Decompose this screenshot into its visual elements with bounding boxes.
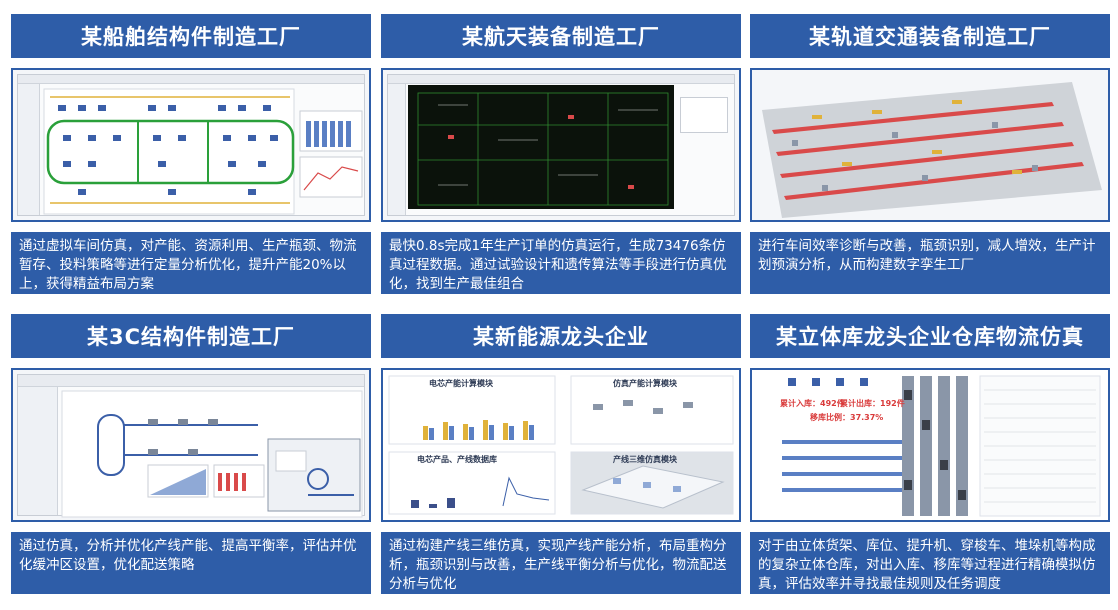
case-card-3: 某轨道交通装备制造工厂 进行车间效率诊断与改善，瓶颈识别，减人增效，生产计划预演… bbox=[750, 14, 1110, 294]
case-title: 某航天装备制造工厂 bbox=[381, 14, 741, 58]
case-description: 对于由立体货架、库位、提升机、穿梭车、堆垛机等构成的复杂立体仓库，对出入库、移库… bbox=[750, 532, 1110, 594]
case-description: 通过虚拟车间仿真，对产能、资源利用、生产瓶颈、物流暂存、投料策略等进行定量分析优… bbox=[11, 232, 371, 294]
case-screenshot bbox=[381, 68, 741, 222]
case-card-4: 某3C结构件制造工厂 通过仿真，分析并优化产线产能、 bbox=[11, 314, 371, 594]
module-label: 电芯产品、产线数据库 bbox=[417, 455, 497, 464]
module-label: 电芯产能计算模块 bbox=[429, 379, 493, 388]
case-description: 通过构建产线三维仿真，实现产线产能分析，布局重构分析，瓶颈识别与改善，生产线平衡… bbox=[381, 532, 741, 594]
case-description: 进行车间效率诊断与改善，瓶颈识别，减人增效，生产计划预演分析，从而构建数字孪生工… bbox=[750, 232, 1110, 294]
case-screenshot: 累计入库：492件 累计出库：192件 移库比例：37.37% bbox=[750, 368, 1110, 522]
case-title: 某新能源龙头企业 bbox=[381, 314, 741, 358]
case-title: 某3C结构件制造工厂 bbox=[11, 314, 371, 358]
case-screenshot: 电芯产能计算模块 仿真产能计算模块 电芯产品、产线数据库 产线三维仿真模块 bbox=[381, 368, 741, 522]
inbound-count: 累计入库：492件 bbox=[780, 399, 845, 408]
outbound-count: 累计出库：192件 bbox=[840, 399, 905, 408]
case-description: 最快0.8s完成1年生产订单的仿真运行，生成73476条仿真过程数据。通过试验设… bbox=[381, 232, 741, 294]
module-label: 产线三维仿真模块 bbox=[613, 455, 677, 464]
case-title: 某立体库龙头企业仓库物流仿真 bbox=[750, 314, 1110, 358]
case-title: 某轨道交通装备制造工厂 bbox=[750, 14, 1110, 58]
case-card-2: 某航天装备制造工厂 bbox=[381, 14, 741, 294]
case-card-1: 某船舶结构件制造工厂 bbox=[11, 14, 371, 294]
case-description: 通过仿真，分析并优化产线产能、提高平衡率，评估并优化缓冲区设置，优化配送策略 bbox=[11, 532, 371, 594]
case-screenshot bbox=[11, 368, 371, 522]
case-title: 某船舶结构件制造工厂 bbox=[11, 14, 371, 58]
case-card-5: 某新能源龙头企业 电芯产能计算模块 仿真产能计算模块 电芯产品、 bbox=[381, 314, 741, 594]
case-screenshot bbox=[11, 68, 371, 222]
module-label: 仿真产能计算模块 bbox=[613, 379, 677, 388]
case-screenshot bbox=[750, 68, 1110, 222]
transfer-ratio: 移库比例：37.37% bbox=[810, 413, 884, 422]
case-card-6: 某立体库龙头企业仓库物流仿真 bbox=[750, 314, 1110, 594]
